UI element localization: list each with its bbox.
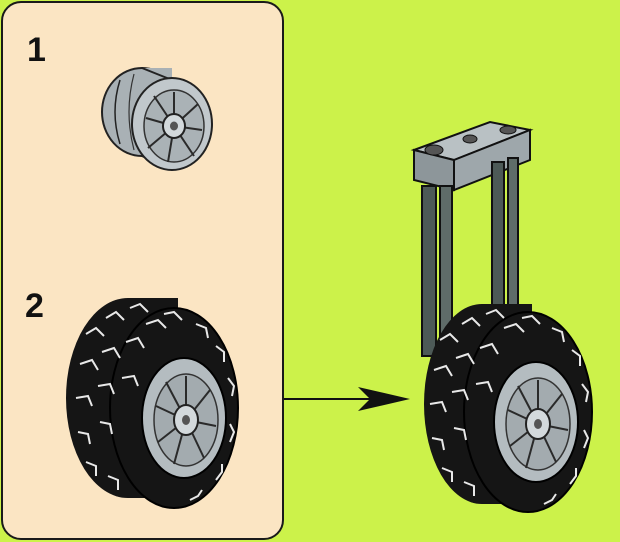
step-1-number: 1 [27,33,46,67]
step-2-number: 2 [25,289,44,323]
wheel-icon [46,294,256,514]
arrow-right-icon [284,384,414,414]
rim-icon [90,60,230,190]
wheel-assembly-icon [400,112,615,522]
